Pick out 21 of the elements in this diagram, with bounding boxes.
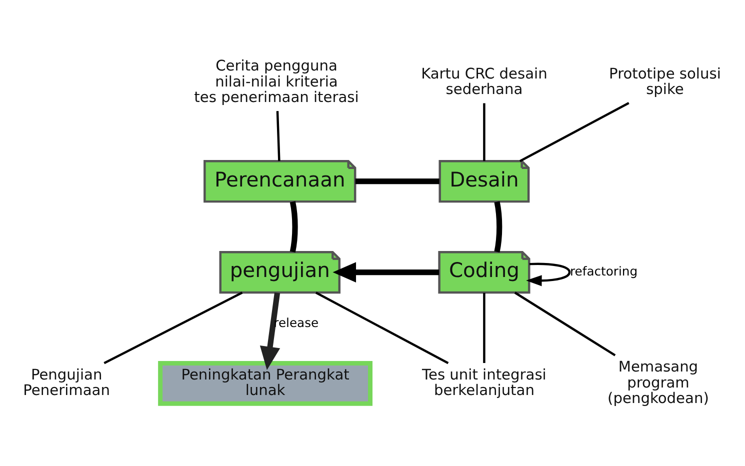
connector [514,292,616,356]
connector [519,102,630,162]
connector [104,292,243,364]
node-box: Peningkatan Perangkat lunak [158,361,372,406]
connector [276,111,280,162]
connector [483,103,486,162]
edge-label: refactoring [570,264,638,278]
node-text: Prototipe solusi spike [609,66,721,98]
arrow [526,262,571,286]
node-text: Cerita pengguna nilai-nilai kriteria tes penerimaan iterasi [194,58,359,106]
node-text: Tes unit integrasi berkelanjutan [422,366,546,400]
arrow [260,292,280,370]
node-text: Kartu CRC desain sederhana [421,66,548,98]
connector [483,292,486,364]
connector [494,201,502,252]
arrow [332,262,440,282]
node-text: Pengujian Penerimaan [23,366,110,400]
connector [355,178,440,184]
connector [315,292,449,364]
node-text: Memasang program (pengkodean) [608,358,709,407]
connector [290,201,298,252]
